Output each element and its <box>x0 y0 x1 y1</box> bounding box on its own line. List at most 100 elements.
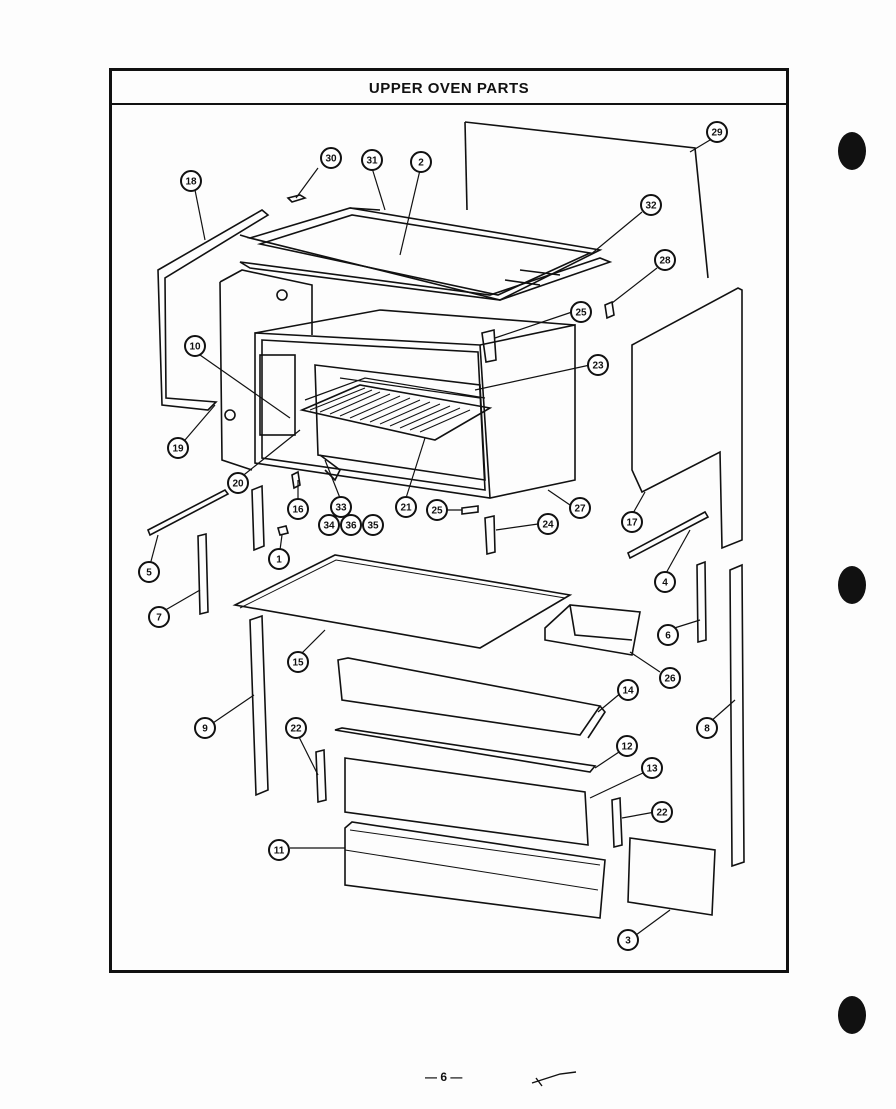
part-top-frame <box>246 207 603 301</box>
callout-label-5: 5 <box>146 568 152 579</box>
callout-label-22: 22 <box>656 808 668 819</box>
callout-bubble-12 <box>616 735 638 757</box>
callout-label-10: 10 <box>189 342 201 353</box>
part-strip-7 <box>197 532 209 616</box>
part-hinge-25-top <box>481 328 497 363</box>
callout-bubble-4 <box>654 571 676 593</box>
part-bracket-25-bottom <box>461 505 479 515</box>
page-number: — 6 — <box>425 1070 463 1084</box>
part-left-insulation <box>219 269 313 471</box>
callout-label-6: 6 <box>665 631 671 642</box>
callout-bubble-34 <box>318 514 340 536</box>
callout-label-15: 15 <box>292 658 304 669</box>
callout-label-33: 33 <box>335 503 347 514</box>
part-bottom-panel <box>232 554 573 649</box>
part-strip-22-left <box>315 748 327 804</box>
callout-label-7: 7 <box>156 613 162 624</box>
callout-bubble-15 <box>287 651 309 673</box>
callout-label-34: 34 <box>323 521 335 532</box>
part-trim-4 <box>626 510 710 560</box>
callout-bubble-35 <box>362 514 384 536</box>
part-strip-9-upper <box>251 484 265 552</box>
part-heat-shield <box>239 257 613 301</box>
callout-bubble-22 <box>651 801 673 823</box>
callout-bubble-19 <box>167 437 189 459</box>
callout-bubble-6 <box>657 624 679 646</box>
callout-bubble-27 <box>569 497 591 519</box>
callout-label-17: 17 <box>626 518 638 529</box>
diagram-frame: UPPER OVEN PARTS <box>109 68 789 973</box>
part-trim-12 <box>334 727 597 773</box>
callout-label-36: 36 <box>345 521 357 532</box>
callout-bubble-8 <box>696 717 718 739</box>
part-screw-1 <box>277 525 289 536</box>
callout-bubble-36 <box>340 514 362 536</box>
callout-bubble-33 <box>330 496 352 518</box>
callout-label-29: 29 <box>711 128 723 139</box>
part-clip-30 <box>286 194 307 203</box>
callout-bubble-25 <box>426 499 448 521</box>
callout-label-1: 1 <box>276 555 282 566</box>
callout-bubble-23 <box>587 354 609 376</box>
part-clip-28 <box>604 300 615 320</box>
callout-bubble-3 <box>617 929 639 951</box>
callout-label-16: 16 <box>292 505 304 516</box>
callout-bubble-18 <box>180 170 202 192</box>
callout-label-24: 24 <box>542 520 554 531</box>
callout-bubble-22 <box>285 717 307 739</box>
part-channel-26 <box>544 604 641 656</box>
callout-bubble-30 <box>320 147 342 169</box>
callout-label-18: 18 <box>185 177 197 188</box>
callout-bubble-16 <box>287 498 309 520</box>
callout-label-35: 35 <box>367 521 379 532</box>
callout-label-26: 26 <box>664 674 676 685</box>
part-strip-22-right <box>611 796 623 849</box>
part-right-side-panel <box>631 287 743 550</box>
callout-bubble-28 <box>654 249 676 271</box>
callout-label-19: 19 <box>172 444 184 455</box>
callout-label-32: 32 <box>645 201 657 212</box>
callout-label-13: 13 <box>646 764 658 775</box>
callout-label-20: 20 <box>232 479 244 490</box>
callout-label-30: 30 <box>325 154 337 165</box>
part-oven-rack <box>299 384 493 441</box>
part-panel-13 <box>344 757 589 846</box>
callout-bubble-29 <box>706 121 728 143</box>
callout-label-12: 12 <box>621 742 633 753</box>
callout-bubble-1 <box>268 548 290 570</box>
part-strip-8 <box>729 563 745 868</box>
callout-label-3: 3 <box>625 936 631 947</box>
callout-bubble-20 <box>227 472 249 494</box>
callout-label-4: 4 <box>662 578 668 589</box>
binder-hole-bottom <box>838 996 866 1034</box>
callout-bubble-5 <box>138 561 160 583</box>
callout-bubble-31 <box>361 149 383 171</box>
callout-bubble-21 <box>395 496 417 518</box>
part-drawer-front-11 <box>344 821 606 919</box>
callout-bubble-11 <box>268 839 290 861</box>
part-bracket-16 <box>291 470 301 490</box>
callout-bubble-24 <box>537 513 559 535</box>
callout-bubble-25 <box>570 301 592 323</box>
callout-label-8: 8 <box>704 724 710 735</box>
callout-label-23: 23 <box>592 361 604 372</box>
title-bar: UPPER OVEN PARTS <box>112 71 786 105</box>
callout-bubble-26 <box>659 667 681 689</box>
part-left-side-panel <box>157 209 270 411</box>
callout-label-22: 22 <box>290 724 302 735</box>
callout-label-25: 25 <box>575 308 587 319</box>
part-front-trim-14 <box>337 657 602 736</box>
callout-bubble-17 <box>621 511 643 533</box>
callout-bubble-14 <box>617 679 639 701</box>
part-hinge-24 <box>484 515 496 556</box>
binder-hole-top <box>838 132 866 170</box>
signature-mark <box>531 1071 577 1087</box>
callout-label-11: 11 <box>274 846 285 857</box>
callout-label-27: 27 <box>574 504 586 515</box>
callout-bubble-9 <box>194 717 216 739</box>
callout-label-2: 2 <box>418 158 424 169</box>
part-plate-3 <box>627 837 716 916</box>
part-element-33 <box>319 454 342 482</box>
